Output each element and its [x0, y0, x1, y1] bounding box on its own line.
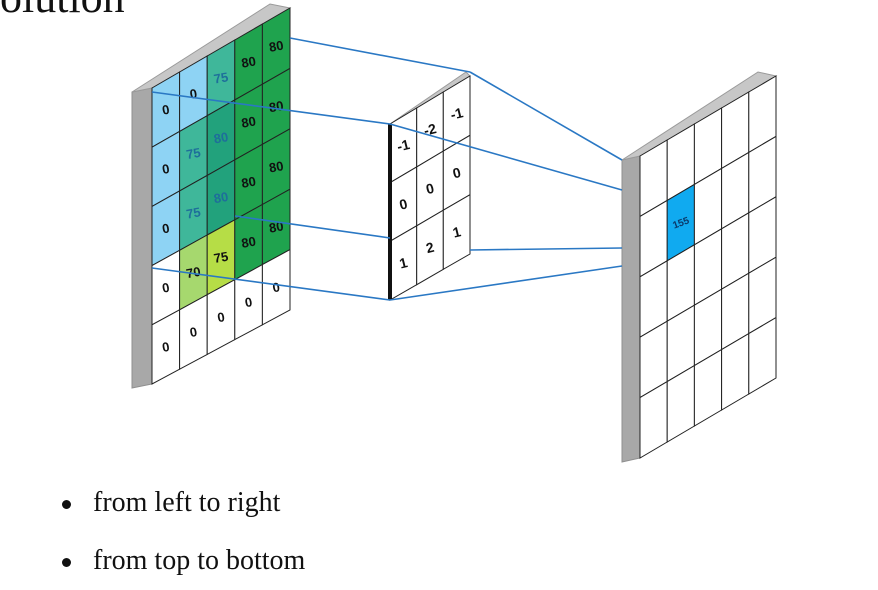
projection-line — [389, 123, 623, 191]
projection-line — [234, 215, 391, 239]
input-value: 0 — [161, 280, 171, 296]
input-value: 75 — [213, 69, 230, 86]
bullet-dot-icon — [62, 557, 71, 567]
projection-lines — [151, 37, 623, 301]
input-value: 80 — [240, 53, 257, 70]
input-value: 0 — [271, 279, 281, 295]
slide-title: olution — [0, 0, 125, 23]
input-value: 70 — [185, 264, 202, 281]
input-value: 0 — [161, 339, 171, 355]
projection-line — [151, 267, 391, 301]
projection-line — [389, 265, 623, 301]
input-value: 0 — [161, 102, 171, 118]
input-value: 75 — [213, 249, 230, 266]
output-value: 155 — [671, 215, 691, 231]
kernel-cell — [442, 193, 471, 271]
bullet-item: from left to right — [62, 474, 305, 532]
bullet-list: from left to right from top to bottom — [62, 474, 305, 590]
kernel-value: -1 — [395, 136, 411, 155]
kernel-value: -1 — [449, 104, 465, 123]
input-value: 0 — [189, 86, 199, 102]
input-value: 80 — [268, 38, 285, 55]
input-value: 80 — [268, 158, 285, 175]
input-cell — [261, 248, 291, 326]
bullet-text: from left to right — [93, 487, 281, 518]
bullet-dot-icon — [62, 499, 71, 509]
kernel-value: 0 — [451, 164, 463, 181]
kernel-value: 0 — [424, 180, 436, 197]
input-value: 80 — [268, 98, 285, 115]
kernel-value: 1 — [451, 223, 463, 240]
input-value: 0 — [244, 294, 254, 310]
input-board — [131, 87, 153, 389]
projection-line — [289, 37, 471, 73]
kernel-value: 0 — [398, 195, 410, 212]
input-value: 75 — [185, 204, 202, 221]
projection-line — [469, 247, 623, 251]
input-value: 80 — [240, 174, 257, 191]
input-value: 75 — [185, 145, 202, 162]
kernel-value: 1 — [398, 254, 410, 271]
output-matrix: 155 — [621, 71, 778, 463]
kernel-value: 2 — [424, 239, 436, 256]
projection-line — [151, 91, 391, 125]
input-value: 0 — [189, 324, 199, 340]
bullet-item: from top to bottom — [62, 532, 305, 590]
input-value: 0 — [216, 309, 226, 325]
output-cell — [748, 316, 777, 395]
projection-line — [469, 71, 623, 161]
bullet-text: from top to bottom — [93, 545, 306, 576]
input-value: 0 — [161, 161, 171, 177]
input-value: 80 — [240, 234, 257, 251]
input-value: 0 — [161, 220, 171, 236]
input-value: 80 — [240, 113, 257, 130]
output-board — [621, 155, 641, 463]
input-value: 80 — [213, 189, 230, 206]
input-value: 80 — [213, 129, 230, 146]
